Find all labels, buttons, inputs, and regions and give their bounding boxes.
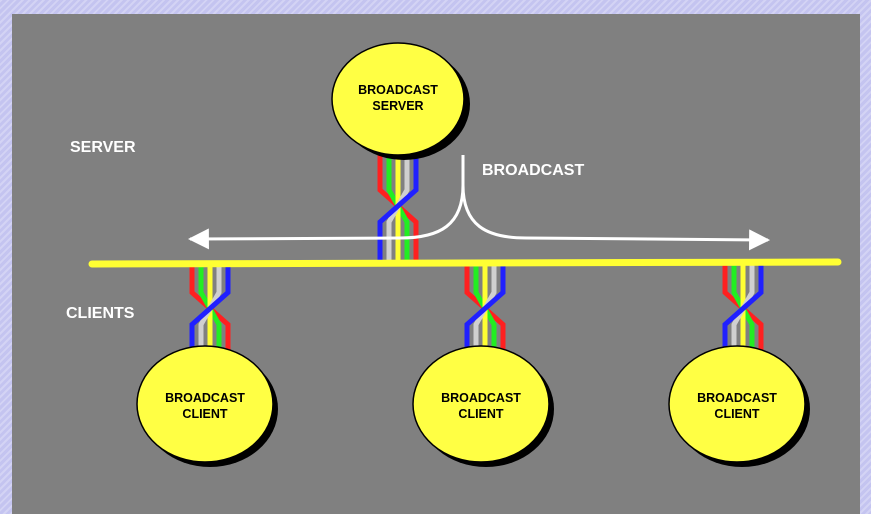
broadcast-client-node-2: BROADCAST CLIENT: [412, 345, 554, 467]
server-section-label: SERVER: [70, 139, 136, 156]
client-2-label-line1: BROADCAST: [441, 391, 521, 405]
client-1-label-line2: CLIENT: [182, 407, 228, 421]
cable-client-2-wire-5: [464, 265, 506, 352]
client-1-label-line1: BROADCAST: [165, 391, 245, 405]
client-3-label-line1: BROADCAST: [697, 391, 777, 405]
client-3-label-line2: CLIENT: [714, 407, 760, 421]
clients-section-label: CLIENTS: [66, 305, 135, 322]
broadcast-server-node: BROADCAST SERVER: [331, 42, 470, 160]
broadcast-client-node-3: BROADCAST CLIENT: [668, 345, 810, 467]
cable-server-wire-5: [377, 150, 419, 262]
server-cable: [377, 150, 419, 262]
client-2-label-line2: CLIENT: [458, 407, 504, 421]
broadcast-label: BROADCAST: [482, 162, 584, 179]
broadcast-arrow-left: [187, 155, 465, 250]
client-cable-3: [722, 265, 764, 352]
cable-client-1-wire-5: [189, 265, 231, 352]
network-bus: [88, 258, 842, 268]
server-label-line1: BROADCAST: [358, 83, 438, 97]
broadcast-client-node-1: BROADCAST CLIENT: [136, 345, 278, 467]
cable-client-3-wire-5: [722, 265, 764, 352]
client-cable-2: [464, 265, 506, 352]
broadcast-arrow-right: [461, 184, 771, 251]
server-label-line2: SERVER: [372, 99, 423, 113]
client-cable-1: [189, 265, 231, 352]
